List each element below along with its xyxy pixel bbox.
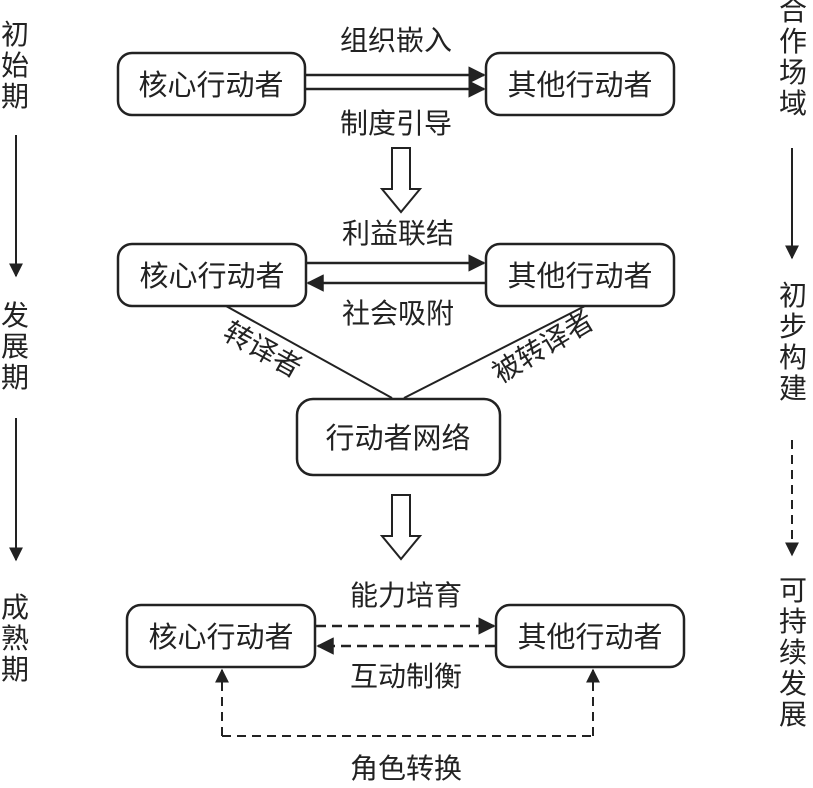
core-actor-box-1[interactable]: [116, 51, 307, 117]
stage-label-mature: 成熟期: [1, 591, 29, 686]
vertical-char: 构: [779, 341, 807, 374]
vertical-char: 期: [1, 80, 29, 113]
other-actor-label-3: 其他行动者: [517, 620, 662, 654]
other-actor-box-3[interactable]: [494, 603, 686, 669]
label-social-absorb: 社会吸附: [342, 297, 454, 330]
label-interact-balance: 互动制衡: [350, 660, 462, 693]
translated-link: [403, 305, 586, 399]
label-inst-guide: 制度引导: [340, 107, 452, 140]
core-actor-label-3: 核心行动者: [148, 620, 293, 654]
stage-2: 核心行动者 其他行动者 利益联结 社会吸附 转译者 被转译者 行动者网络: [116, 217, 676, 477]
core-actor-box-3[interactable]: [125, 603, 317, 669]
other-actor-label-1: 其他行动者: [507, 68, 652, 102]
vertical-char: 期: [1, 653, 29, 686]
vertical-char: 始: [1, 49, 29, 82]
core-actor-label-2: 核心行动者: [139, 259, 284, 293]
vertical-char: 步: [779, 310, 807, 343]
stage-1: 核心行动者 其他行动者 组织嵌入 制度引导: [116, 24, 676, 140]
vertical-char: 初: [1, 18, 29, 51]
left-timeline: 初始期 发展期 成熟期: [1, 18, 29, 686]
stage-label-development: 发展期: [1, 299, 29, 394]
translator-link: [225, 305, 393, 399]
vertical-char: 发: [1, 299, 29, 332]
right-timeline: 合作场域 初步构建 可持续发展: [779, 0, 807, 731]
label-capacity-build: 能力培育: [350, 579, 462, 612]
stage-3: 核心行动者 其他行动者 能力培育 互动制衡 角色转换: [125, 579, 686, 785]
actor-network-box[interactable]: [295, 397, 502, 477]
vertical-char: 合: [779, 0, 807, 27]
vertical-char: 建: [779, 372, 807, 405]
stage-transition-arrow-1: [379, 147, 423, 214]
vertical-char: 持: [779, 605, 807, 638]
stage-label-initial: 初始期: [1, 18, 29, 113]
vertical-char: 场: [779, 56, 807, 89]
vertical-char: 作: [779, 25, 807, 58]
phase-label-field: 合作场域: [779, 0, 807, 120]
vertical-char: 发: [779, 667, 807, 700]
phase-label-sustainable: 可持续发展: [779, 574, 807, 731]
vertical-char: 域: [779, 87, 807, 120]
actor-network-label: 行动者网络: [325, 421, 470, 455]
vertical-char: 初: [779, 279, 807, 312]
vertical-char: 续: [779, 636, 807, 669]
vertical-char: 成: [1, 591, 29, 624]
vertical-char: 展: [779, 698, 807, 731]
label-interest-link: 利益联结: [342, 217, 454, 250]
other-actor-box-2[interactable]: [484, 242, 676, 308]
vertical-char: 可: [779, 574, 807, 607]
other-actor-box-1[interactable]: [484, 51, 676, 117]
core-actor-label-1: 核心行动者: [138, 68, 283, 102]
vertical-char: 熟: [1, 622, 29, 655]
label-role-switch: 角色转换: [350, 752, 462, 785]
other-actor-label-2: 其他行动者: [507, 259, 652, 293]
label-org-embed: 组织嵌入: [340, 24, 452, 57]
phase-label-initial-build: 初步构建: [779, 279, 807, 405]
core-actor-box-2[interactable]: [116, 242, 308, 308]
stage-transition-arrow-2: [379, 494, 423, 561]
vertical-char: 期: [1, 361, 29, 394]
vertical-char: 展: [1, 330, 29, 363]
